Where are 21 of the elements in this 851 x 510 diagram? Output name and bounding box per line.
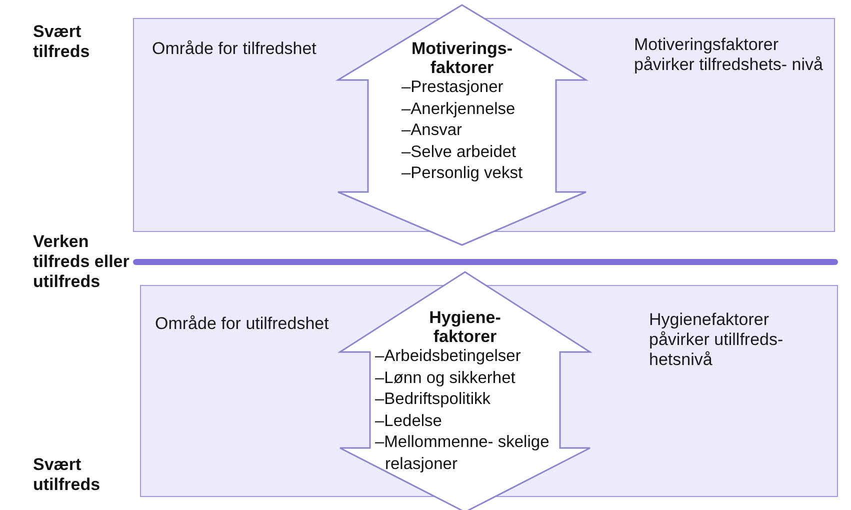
list-item: –Lønn og sikkerhet — [375, 368, 516, 388]
scale-label: Svært utilfreds — [33, 455, 102, 495]
arrow-heading: Hygiene- faktorer — [428, 308, 502, 346]
arrow-heading: Motiverings- faktorer — [410, 39, 514, 77]
zone-label: Område for tilfredshet — [152, 39, 318, 59]
list-item: –Selve arbeidet — [401, 142, 516, 162]
scale-label: Verken tilfreds eller utilfreds — [33, 232, 130, 292]
list-item: –Prestasjoner — [401, 77, 504, 98]
description-text: Hygienefaktorer påvirker utillfreds- hetsnivå — [649, 310, 784, 370]
scale-label: Svært tilfreds — [33, 22, 91, 62]
list-item: –Ansvar — [401, 120, 463, 141]
list-item: –Arbeidsbetingelser — [375, 346, 522, 367]
double-arrow — [340, 272, 590, 510]
list-item: –Anerkjennelse — [401, 98, 516, 120]
description-text: Motiveringsfaktorer påvirker tilfredshets- nivå — [634, 35, 824, 75]
list-item: –Bedriftspolitikk — [375, 389, 492, 410]
zone-label: Område for utilfredshet — [155, 314, 330, 334]
double-arrow — [338, 5, 586, 245]
list-item: –Ledelse — [375, 410, 443, 432]
list-item: –Mellommenne- skelige relasjoner — [375, 432, 550, 474]
list-item: –Personlig vekst — [401, 163, 523, 184]
